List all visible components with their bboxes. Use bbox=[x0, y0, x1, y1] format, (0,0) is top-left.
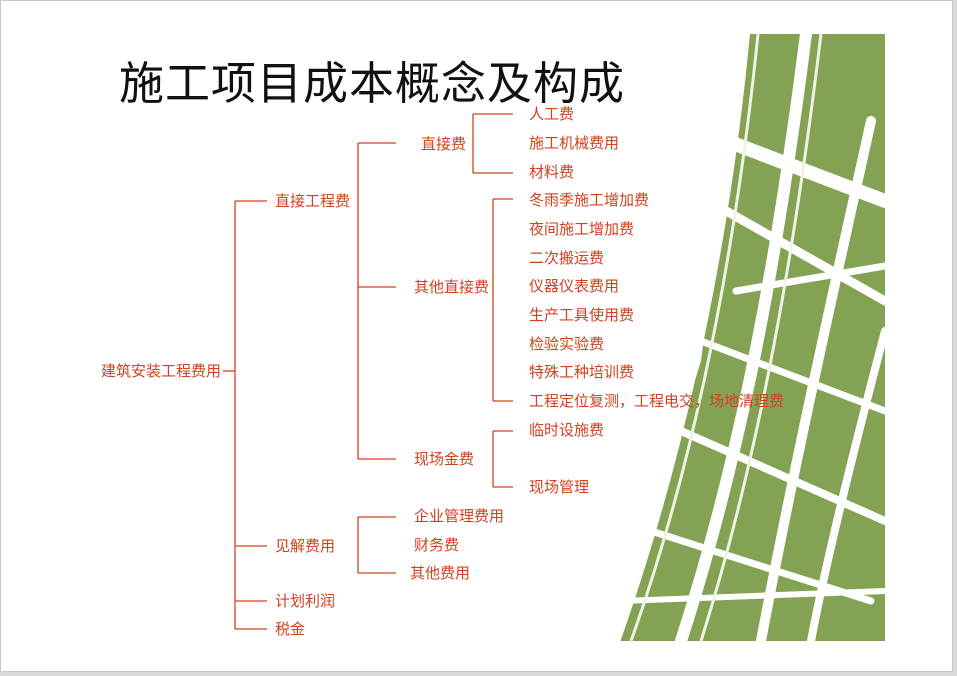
tree-leaf: 二次搬运费 bbox=[529, 249, 605, 267]
site-fund-label: 现场金费 bbox=[414, 450, 475, 468]
tree-leaf: 冬雨季施工增加费 bbox=[529, 191, 650, 209]
direct-engineering-label: 直接工程费 bbox=[275, 192, 351, 210]
tax-label: 税金 bbox=[275, 620, 306, 638]
page-title: 施工项目成本概念及构成 bbox=[119, 57, 626, 110]
tree-leaf: 特殊工种培训费 bbox=[529, 363, 635, 381]
other-direct-label: 其他直接费 bbox=[414, 278, 490, 296]
indirect-cost-label: 见解费用 bbox=[275, 537, 336, 555]
tree-leaf: 施工机械费用 bbox=[529, 134, 620, 152]
tree-leaf: 临时设施费 bbox=[529, 421, 605, 439]
tree-leaf: 夜间施工增加费 bbox=[529, 220, 635, 238]
planned-profit-label: 计划利润 bbox=[275, 592, 336, 610]
direct-cost-label: 直接费 bbox=[421, 135, 467, 153]
tree-leaf: 财务费 bbox=[414, 536, 460, 554]
tree-leaf: 工程定位复测，工程电交，场地清理费 bbox=[529, 392, 785, 410]
tree-leaf: 其他费用 bbox=[410, 564, 471, 582]
tree-leaf: 生产工具使用费 bbox=[529, 306, 635, 324]
tree-leaf: 仪器仪表费用 bbox=[529, 277, 620, 295]
tree-leaf: 企业管理费用 bbox=[414, 507, 505, 525]
tree-leaf: 现场管理 bbox=[529, 478, 590, 496]
tree-leaf: 材料费 bbox=[529, 163, 575, 181]
tree-leaf: 人工费 bbox=[529, 105, 575, 123]
tree-root-label: 建筑安装工程费用 bbox=[101, 362, 222, 380]
tree-leaf: 检验实验费 bbox=[529, 335, 605, 353]
